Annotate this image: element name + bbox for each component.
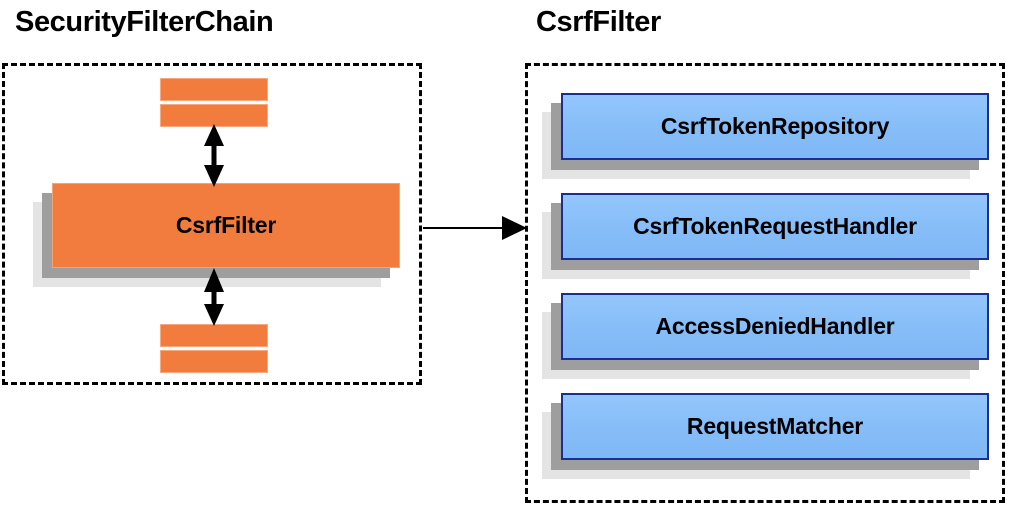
component-card-label: RequestMatcher: [686, 413, 864, 439]
csrffilter-highlight-label: CsrfFilter: [175, 212, 277, 238]
card-face: CsrfTokenRequestHandler: [561, 193, 989, 260]
card-face: RequestMatcher: [561, 393, 989, 460]
card-face: CsrfFilter: [52, 183, 400, 268]
card-face: CsrfTokenRepository: [561, 93, 989, 160]
page-title-securityfilterchain: SecurityFilterChain: [15, 6, 274, 38]
component-card-accessdeniedhandler[interactable]: AccessDeniedHandler: [542, 293, 989, 379]
arrow-left-to-right: [423, 216, 527, 240]
csrffilter-highlight-box[interactable]: CsrfFilter: [33, 183, 400, 287]
filter-bar-bottom-1[interactable]: [160, 324, 268, 347]
card-face: AccessDeniedHandler: [561, 293, 989, 360]
filter-bar-top-1[interactable]: [160, 78, 268, 101]
component-card-csrftokenrequesthandler[interactable]: CsrfTokenRequestHandler: [542, 193, 989, 279]
csrffilter-panel: [525, 63, 1005, 503]
component-card-requestmatcher[interactable]: RequestMatcher: [542, 393, 989, 479]
component-card-label: CsrfTokenRepository: [660, 113, 890, 139]
filter-bar-top-2[interactable]: [160, 104, 268, 127]
page-title-csrffilter: CsrfFilter: [536, 6, 661, 38]
component-card-csrftokenrepository[interactable]: CsrfTokenRepository: [542, 93, 989, 179]
filter-bar-bottom-2[interactable]: [160, 350, 268, 373]
component-card-label: AccessDeniedHandler: [655, 313, 895, 339]
securityfilterchain-panel: [2, 63, 422, 385]
component-card-label: CsrfTokenRequestHandler: [633, 213, 917, 239]
